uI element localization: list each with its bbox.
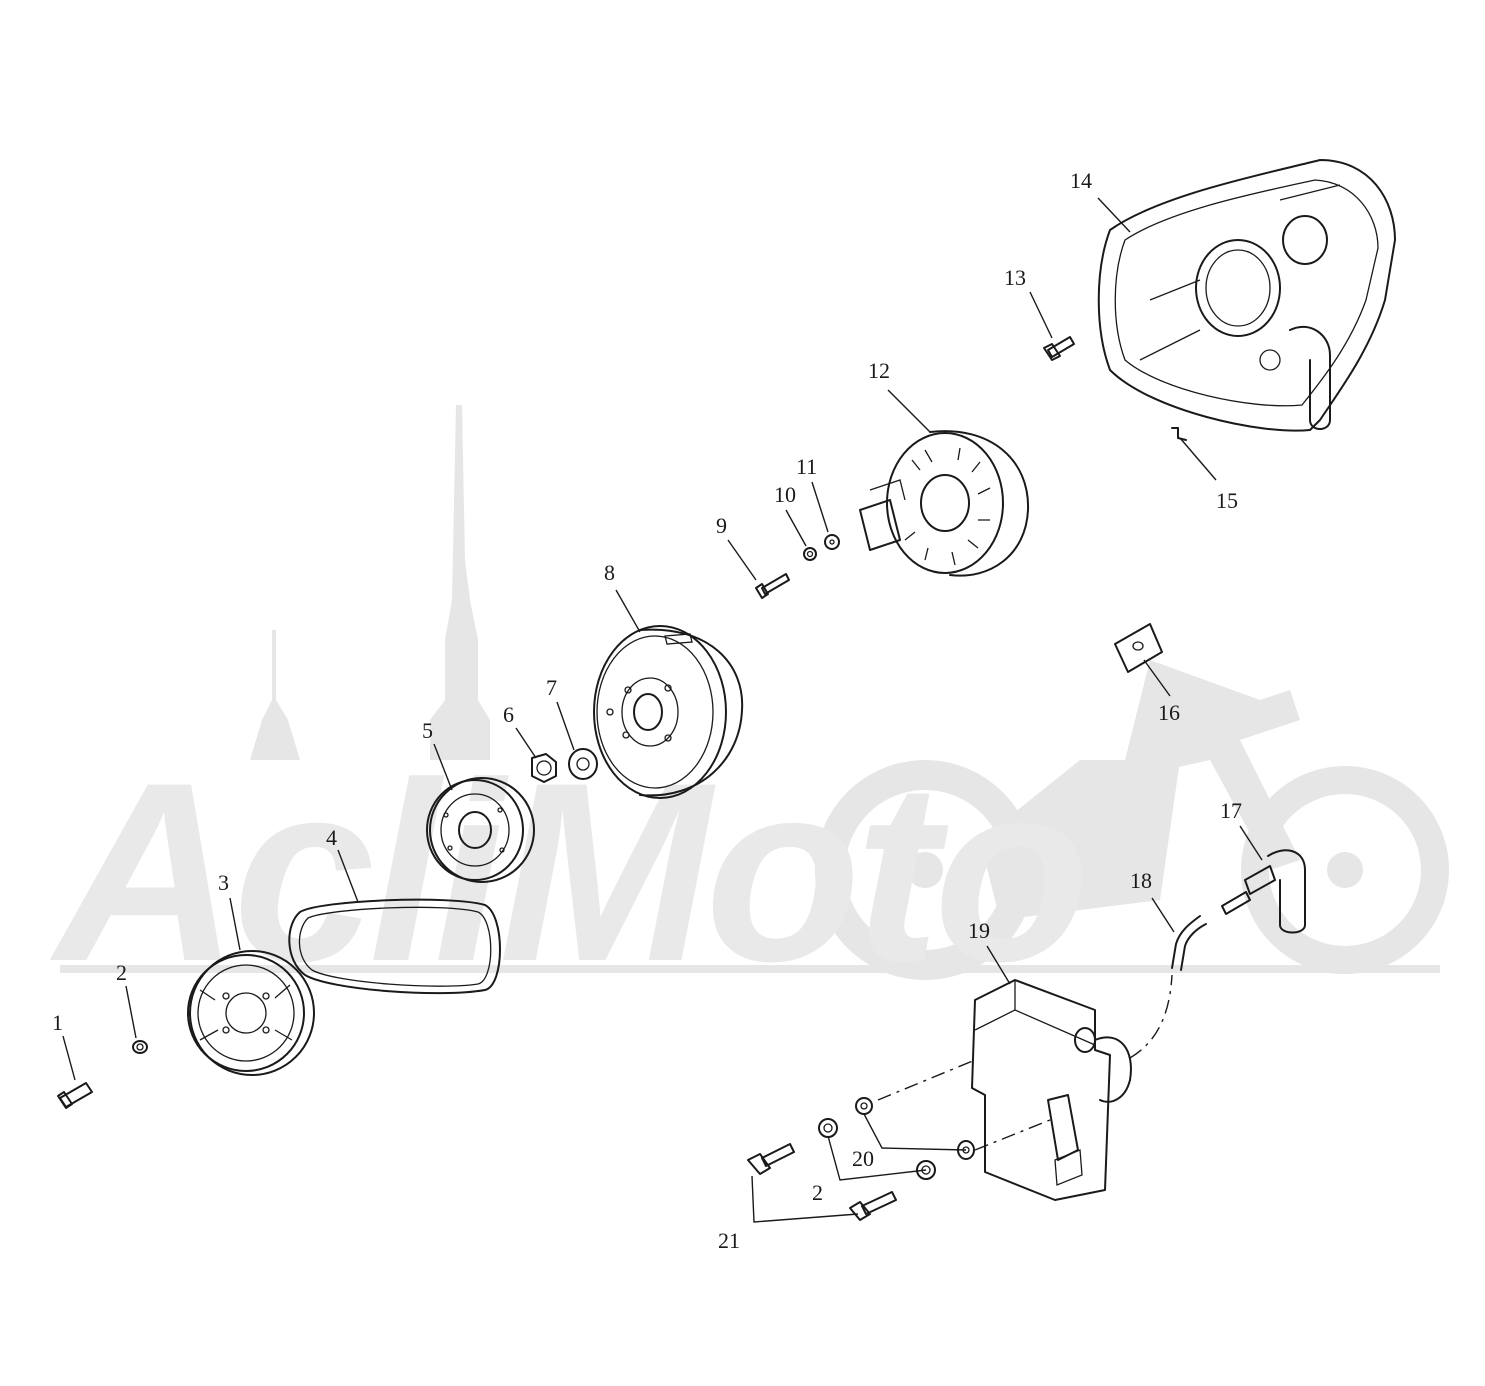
callout-14: 14 — [1070, 168, 1092, 193]
part-11-washer — [824, 534, 840, 550]
part-5-gear-ring — [426, 777, 535, 883]
part-1-bolt — [57, 1082, 93, 1109]
part-13-bolt — [1043, 336, 1075, 361]
watermark-ground — [60, 965, 1440, 973]
watermark-skyline-left — [250, 630, 300, 760]
callout-1: 1 — [52, 1010, 63, 1035]
callout-7: 7 — [546, 675, 557, 700]
assembly-lines — [877, 1059, 1051, 1151]
part-10-nut — [803, 547, 817, 561]
callout-2-upper: 2 — [116, 960, 127, 985]
part-21-bolt-a — [747, 1143, 795, 1175]
callout-11: 11 — [796, 454, 817, 479]
callout-12: 12 — [868, 358, 890, 383]
part-2-nut-lower-a — [818, 1118, 838, 1138]
part-7-washer — [568, 748, 598, 780]
callout-2-lower: 2 — [812, 1180, 823, 1205]
callout-5: 5 — [422, 718, 433, 743]
callout-labels: 1 2 3 4 5 6 7 8 9 10 11 12 13 14 15 16 1… — [52, 168, 1242, 1253]
part-19-ignition-coil — [971, 974, 1173, 1201]
leader-lines — [62, 197, 1263, 1223]
part-17-plug-cap — [1221, 849, 1306, 934]
callout-4: 4 — [326, 825, 337, 850]
part-12-stator — [859, 430, 1030, 577]
part-3-starter-pulley — [187, 950, 315, 1076]
callout-17: 17 — [1220, 798, 1242, 823]
part-20-washer-a — [855, 1097, 873, 1115]
part-8-flywheel — [593, 625, 744, 799]
callout-8: 8 — [604, 560, 615, 585]
part-9-bolt — [755, 573, 790, 599]
callout-13: 13 — [1004, 265, 1026, 290]
watermark-skyline — [430, 405, 490, 760]
part-21-bolt-b — [849, 1191, 897, 1221]
part-2-nut — [132, 1040, 148, 1054]
watermark-motorcycle — [815, 660, 1449, 980]
callout-20: 20 — [852, 1146, 874, 1171]
part-4-belt — [288, 898, 501, 995]
callout-10: 10 — [774, 482, 796, 507]
callout-19: 19 — [968, 918, 990, 943]
part-18-hose — [1171, 915, 1207, 971]
callout-18: 18 — [1130, 868, 1152, 893]
part-6-nut — [531, 753, 557, 783]
callout-9: 9 — [716, 513, 727, 538]
callout-6: 6 — [503, 702, 514, 727]
part-16-clip-nut — [1114, 623, 1163, 673]
callout-21: 21 — [718, 1228, 740, 1253]
part-15-clip — [1171, 427, 1187, 441]
callout-3: 3 — [218, 870, 229, 895]
callout-15: 15 — [1216, 488, 1238, 513]
watermark-text: AcliMoto — [49, 730, 1084, 1015]
watermark: AcliMoto — [49, 405, 1449, 1015]
part-14-cover — [1097, 159, 1396, 432]
callout-16: 16 — [1158, 700, 1180, 725]
